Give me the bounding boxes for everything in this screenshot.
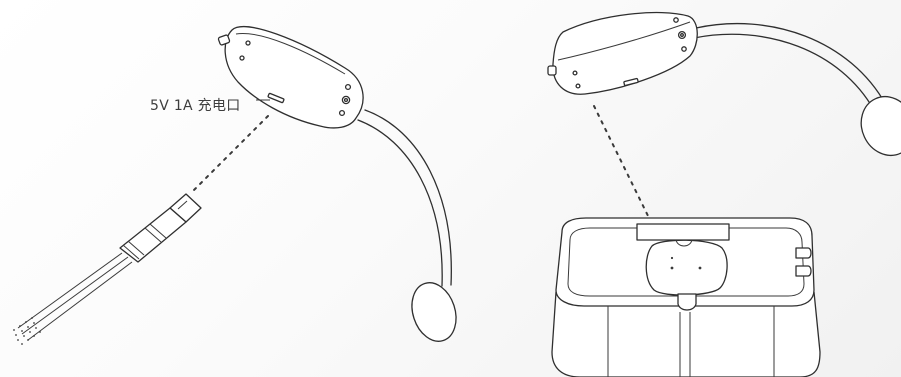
indicator-dot: [245, 40, 251, 46]
screw: [344, 83, 352, 91]
case-top-slot: [636, 223, 730, 241]
boom-arm-outer: [364, 109, 452, 286]
side-knob: [217, 34, 231, 46]
screw: [680, 33, 684, 37]
contact-pin: [670, 266, 674, 270]
case-clip-tab: [677, 293, 697, 311]
screw: [338, 109, 346, 117]
case-lower-body: [551, 291, 821, 377]
boom-arm-inner: [357, 119, 443, 287]
mic-foam-ball: [860, 96, 901, 156]
contact-pin: [670, 256, 674, 260]
side-latch-lower: [795, 265, 812, 277]
mic-foam-ball: [411, 282, 457, 342]
connection-dashes: [191, 115, 269, 193]
transmitter-rim: [557, 21, 691, 61]
contact-pin: [698, 266, 702, 270]
indicator-dot: [239, 55, 245, 61]
side-knob: [547, 65, 557, 76]
case-inner-rim: [567, 227, 805, 297]
connection-dashes: [593, 105, 653, 225]
charge-port: [623, 77, 639, 87]
right-headset: [547, 11, 901, 225]
cable-wires: [17, 252, 133, 341]
transmitter-body: [224, 26, 364, 129]
transmitter-body: [552, 11, 698, 95]
charge-port-label: 5V 1A 充电口: [150, 98, 241, 114]
transmitter-rim: [235, 32, 346, 75]
screw: [681, 46, 687, 52]
charging-case: [551, 217, 821, 377]
screw: [343, 97, 349, 103]
indicator-dot: [575, 83, 581, 89]
boom-arm-outer: [695, 22, 887, 106]
charge-port: [267, 92, 285, 104]
usb-c-plug: [119, 193, 202, 263]
cradle-notch: [675, 239, 693, 247]
screw: [673, 17, 679, 23]
indicator-dot: [572, 70, 578, 76]
left-headset: [13, 26, 457, 345]
side-latch-upper: [795, 247, 812, 259]
boom-arm-inner: [693, 33, 875, 111]
cable-end-dots: [13, 317, 41, 345]
charging-cradle: [645, 239, 728, 296]
